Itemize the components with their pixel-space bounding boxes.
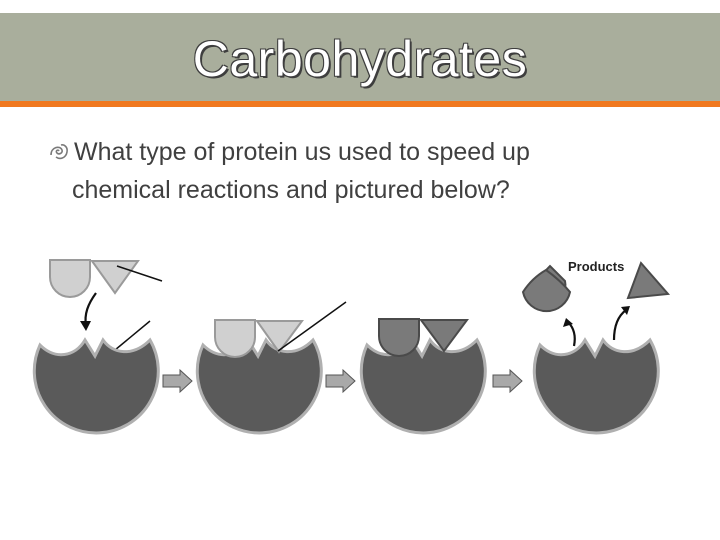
step-arrow [492, 368, 523, 394]
enzyme [359, 337, 487, 435]
stage-2 [195, 301, 347, 435]
slide-title: Carbohydrates [192, 31, 528, 87]
step-arrow [162, 368, 193, 394]
product-triangle [626, 261, 671, 300]
substrate-semicircle [214, 319, 256, 358]
enzyme [532, 337, 660, 435]
stage-1 [32, 259, 163, 435]
swirl-bullet-icon [50, 144, 68, 160]
release-arrow [612, 309, 627, 341]
pointer-line [277, 301, 347, 352]
bullet-text-line2: chemical reactions and pictured below? [72, 176, 510, 204]
title-band: Carbohydrates [0, 13, 720, 101]
enzyme [195, 337, 323, 435]
pointer-line [114, 320, 151, 351]
pointer-line [116, 265, 163, 282]
release-arrow [567, 321, 576, 347]
product-semicircle [378, 318, 420, 357]
stage-4: Products [521, 259, 671, 435]
step-arrow [325, 368, 356, 394]
substrate-triangle [90, 260, 140, 295]
substrate-triangle [255, 320, 304, 354]
enzyme [32, 337, 160, 435]
substrate-semicircle [49, 259, 91, 298]
products-label: Products [568, 259, 624, 274]
stage-3 [359, 318, 487, 435]
bullet-text-line1: What type of protein us used to speed up [74, 138, 530, 166]
product-triangle [419, 319, 469, 353]
accent-bar [0, 101, 720, 107]
enzyme-diagram: Products [32, 259, 671, 435]
